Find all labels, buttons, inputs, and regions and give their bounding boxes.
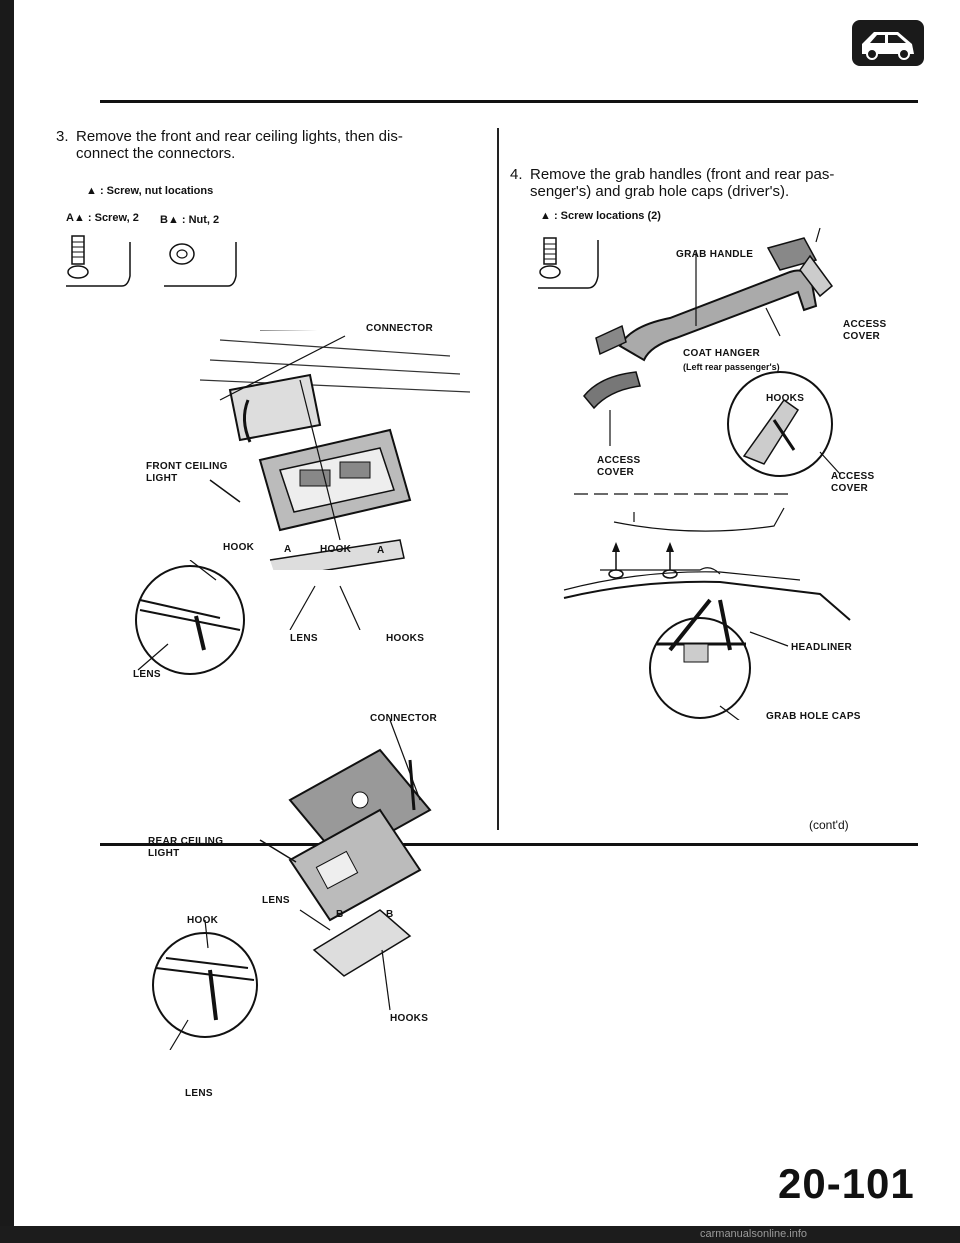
label-grab-hole-caps: GRAB HOLE CAPS	[766, 711, 861, 722]
label-lens-2: LENS	[133, 669, 161, 680]
nut-icon	[164, 242, 237, 287]
left-legend: ▲ : Screw, nut locations	[86, 185, 214, 197]
watermark: carmanualsonline.info	[700, 1228, 808, 1240]
label-b-1: B	[336, 909, 344, 920]
step-4-text-line2: senger's) and grab hole caps (driver's).	[530, 183, 790, 200]
bottom-rule	[100, 843, 918, 846]
label-a-1: A	[284, 544, 292, 555]
legend-screw-a: A▲ : Screw, 2	[66, 212, 139, 224]
access-cover-left	[583, 371, 641, 446]
label-hook-3: HOOK	[187, 915, 219, 926]
step-4-text-line1: Remove the grab handles (front and rear …	[530, 166, 835, 183]
label-access-cover-1: ACCESS COVER	[843, 319, 887, 342]
label-b-2: B	[386, 909, 394, 920]
step-3-text-line1: Remove the front and rear ceiling lights…	[76, 128, 403, 145]
label-access-cover-3: ACCESS COVER	[831, 471, 875, 494]
headliner-diagram	[563, 542, 851, 720]
footer-bar	[0, 1226, 960, 1243]
label-lens-1: LENS	[290, 633, 318, 644]
screw-icon	[538, 237, 599, 289]
rear-ceiling-light-diagram	[288, 748, 432, 977]
continued-note: (cont'd)	[809, 818, 849, 832]
rear-light-leader-lines	[259, 720, 421, 1011]
column-divider	[497, 128, 499, 830]
label-coat-hanger: COAT HANGER	[683, 348, 761, 359]
top-rule	[100, 100, 918, 103]
section-divider	[574, 493, 794, 532]
front-hook-detail-circle	[135, 560, 245, 675]
grab-handle-diagram	[595, 227, 834, 362]
label-front-ceiling-light: FRONT CEILING LIGHT	[146, 461, 228, 484]
label-lens-3: LENS	[262, 895, 290, 906]
label-access-cover-2: ACCESS COVER	[597, 455, 641, 478]
hooks-detail-circle	[727, 371, 841, 477]
label-hooks-1: HOOKS	[386, 633, 425, 644]
binding-edge	[0, 0, 14, 1243]
label-grab-handle: GRAB HANDLE	[676, 249, 754, 260]
label-hooks-2: HOOKS	[390, 1013, 429, 1024]
label-coat-hanger-note: (Left rear passenger's)	[683, 362, 780, 372]
label-lens-4: LENS	[185, 1088, 213, 1099]
label-connector-bottom: CONNECTOR	[370, 713, 437, 724]
label-hook-2: HOOK	[320, 544, 352, 555]
label-headliner: HEADLINER	[791, 642, 853, 653]
step-3-text-line2: connect the connectors.	[76, 145, 236, 162]
front-ceiling-light-diagram	[199, 330, 471, 570]
right-legend: ▲ : Screw locations (2)	[540, 210, 661, 222]
connector-leader-lines	[209, 335, 361, 630]
rear-hook-detail-circle	[152, 920, 258, 1050]
legend-nut-b: B▲ : Nut, 2	[160, 214, 220, 226]
label-connector-top: CONNECTOR	[366, 323, 433, 334]
step-4-number: 4.	[510, 166, 523, 183]
label-hook-1: HOOK	[223, 542, 255, 553]
screw-icon	[66, 235, 131, 287]
label-a-2: A	[377, 545, 385, 556]
car-body-section-icon	[852, 20, 924, 66]
label-hooks: HOOKS	[766, 393, 805, 404]
page-number: 20-101	[778, 1160, 915, 1207]
step-3-number: 3.	[56, 128, 69, 145]
label-rear-ceiling-light: REAR CEILING LIGHT	[148, 836, 224, 859]
